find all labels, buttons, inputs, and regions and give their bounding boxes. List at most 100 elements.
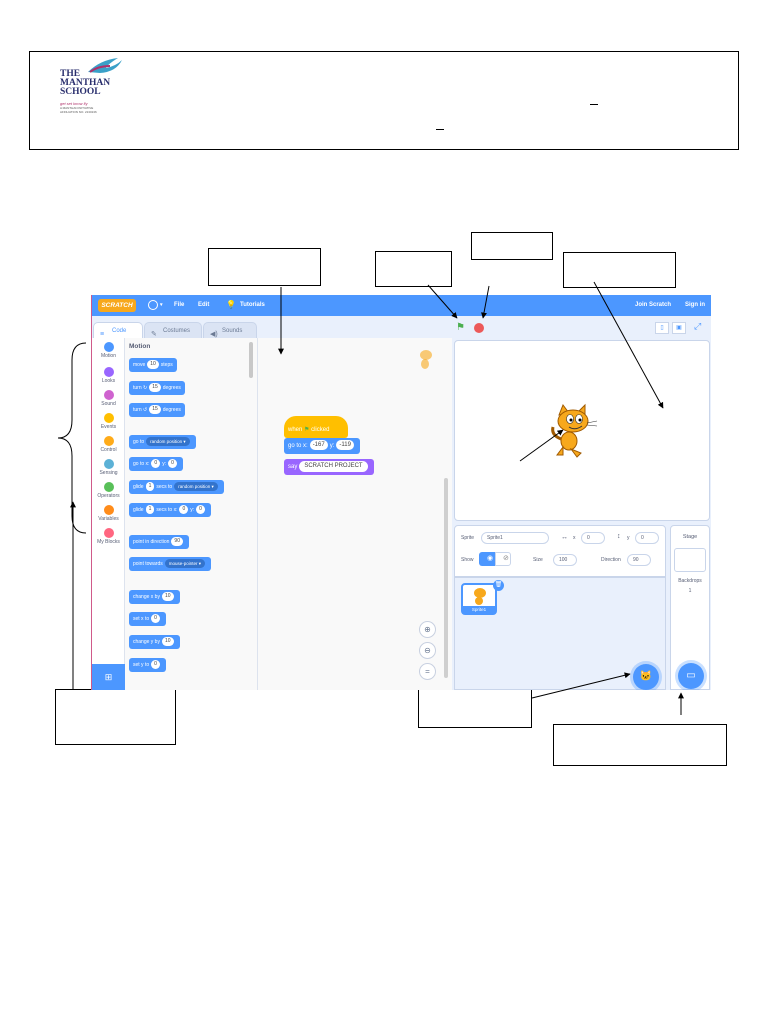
label-box-choose-backdrop[interactable]: [553, 724, 727, 766]
block-input[interactable]: -167: [309, 440, 328, 451]
category-variables[interactable]: Variables: [92, 505, 125, 522]
script-scrollbar[interactable]: [444, 478, 448, 678]
category-sensing[interactable]: Sensing: [92, 459, 125, 476]
block-input[interactable]: 90: [171, 537, 183, 547]
cat-sprite-icon[interactable]: [549, 403, 601, 459]
choose-backdrop-button[interactable]: ▭: [678, 663, 704, 689]
y-label: y: [627, 535, 630, 541]
zoom-out-button[interactable]: ⊖: [419, 642, 436, 659]
block-input[interactable]: 10: [147, 360, 159, 370]
variables-dot-icon: [103, 505, 114, 515]
category-looks[interactable]: Looks: [92, 367, 125, 384]
block-text: turn: [133, 385, 142, 391]
tab-code[interactable]: ≡Code: [93, 322, 143, 338]
small-stage-button[interactable]: ▯: [655, 322, 669, 334]
show-visible-button[interactable]: ◉: [479, 552, 495, 566]
block-input[interactable]: -119: [336, 440, 354, 451]
show-hidden-button[interactable]: ⊘: [495, 552, 511, 566]
add-extension-button[interactable]: ⊞: [92, 664, 125, 690]
sprite-name-input[interactable]: Sprite1: [481, 532, 549, 544]
palette-scrollbar[interactable]: [249, 342, 253, 378]
block-text: when: [288, 427, 303, 433]
block-dropdown[interactable]: mouse-pointer ▾: [164, 559, 206, 569]
delete-sprite-button[interactable]: 🗑: [493, 580, 504, 591]
direction-input[interactable]: 90: [627, 554, 651, 566]
label-box-stop[interactable]: [471, 232, 553, 260]
block-input[interactable]: 1: [145, 482, 155, 492]
cat-add-icon: 🐱: [639, 671, 653, 682]
block-input[interactable]: 1: [145, 505, 155, 515]
category-control[interactable]: Control: [92, 436, 125, 453]
stop-button[interactable]: [474, 323, 484, 333]
school-name-line-3: SCHOOL: [60, 87, 101, 97]
stage[interactable]: [454, 340, 710, 521]
fullscreen-icon[interactable]: ⤢: [694, 321, 702, 331]
zoom-reset-icon: =: [425, 667, 430, 676]
menu-tutorials[interactable]: Tutorials: [240, 302, 265, 308]
category-operators[interactable]: Operators: [92, 482, 125, 499]
label-box-script-area[interactable]: [208, 248, 321, 286]
tab-costumes[interactable]: ✎Costumes: [144, 322, 202, 338]
category-my-blocks[interactable]: My Blocks: [92, 528, 125, 545]
stage-panel[interactable]: Stage Backdrops 1: [670, 525, 710, 690]
block-input[interactable]: 0: [168, 459, 177, 469]
backdrop-thumbnail[interactable]: [674, 548, 706, 572]
block-input[interactable]: 10: [161, 637, 174, 647]
sign-in-link[interactable]: Sign in: [685, 302, 705, 308]
block-dropdown[interactable]: random position ▾: [174, 482, 218, 492]
block-input[interactable]: 15: [149, 383, 161, 393]
block-dropdown[interactable]: random position ▾: [146, 437, 190, 447]
y-input[interactable]: 0: [635, 532, 659, 544]
category-motion[interactable]: Motion: [92, 342, 125, 359]
category-events[interactable]: Events: [92, 413, 125, 430]
join-scratch-link[interactable]: Join Scratch: [635, 302, 672, 308]
rotate-left-icon: ↺: [143, 407, 148, 413]
menu-edit[interactable]: Edit: [198, 302, 210, 308]
x-input[interactable]: 0: [581, 532, 605, 544]
tab-sounds[interactable]: ◀)Sounds: [203, 322, 257, 338]
category-sound[interactable]: Sound: [92, 390, 125, 407]
label-box-green-flag[interactable]: [375, 251, 452, 287]
zoom-in-button[interactable]: ⊕: [419, 621, 436, 638]
label-box-stage[interactable]: [563, 252, 676, 288]
when-flag-clicked-block[interactable]: when ⚑ clicked: [284, 416, 348, 438]
block-input[interactable]: 0: [151, 459, 161, 469]
sprite-thumbnail[interactable]: Sprite1 🗑: [461, 580, 504, 615]
size-input[interactable]: 100: [553, 554, 577, 566]
block-input[interactable]: 0: [196, 505, 205, 515]
block-input[interactable]: SCRATCH PROJECT: [299, 460, 368, 472]
block-input[interactable]: 10: [161, 592, 174, 602]
block-input[interactable]: 15: [149, 405, 161, 415]
choose-sprite-button[interactable]: 🐱: [633, 664, 659, 690]
label-box-block-categories[interactable]: [55, 689, 176, 745]
category-label: Variables: [98, 516, 119, 522]
block-input[interactable]: 0: [151, 614, 160, 624]
block-input[interactable]: 0: [151, 660, 160, 670]
school-name: THE MANTHAN SCHOOL: [60, 69, 110, 97]
green-flag-button[interactable]: ⚑: [456, 322, 465, 333]
menu-file[interactable]: File: [174, 302, 185, 308]
zoom-reset-button[interactable]: =: [419, 663, 436, 680]
block-input[interactable]: 0: [179, 505, 189, 515]
large-stage-button[interactable]: ▣: [672, 322, 686, 334]
scratch-logo[interactable]: SCRATCH: [98, 299, 136, 312]
sprite-info-panel: Sprite Sprite1 ↔ x 0 ↕ y 0 Show ◉ ⊘ Size…: [454, 525, 666, 577]
globe-icon[interactable]: [148, 300, 158, 310]
